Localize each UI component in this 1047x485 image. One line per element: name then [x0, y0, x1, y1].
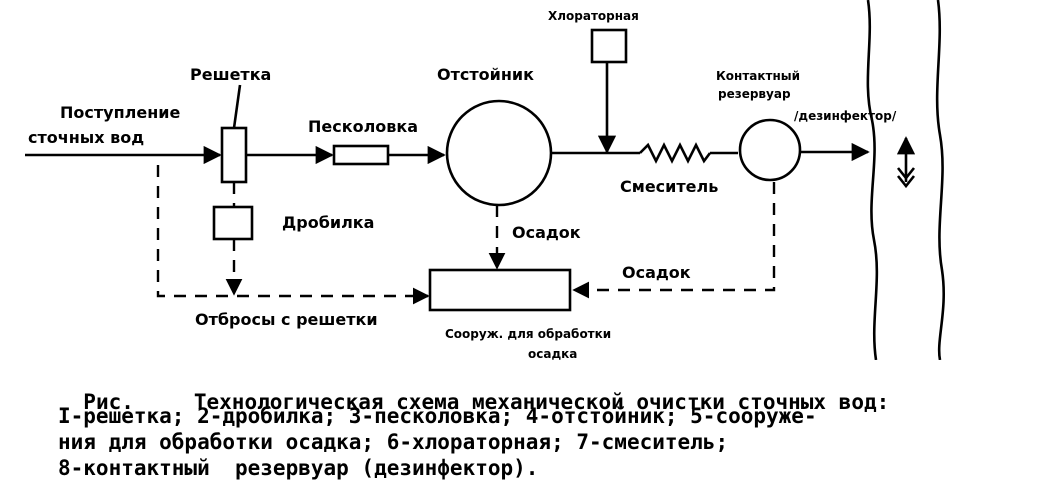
label-inflow-2: сточных вод	[28, 128, 144, 147]
label-mixer: Смеситель	[620, 177, 718, 196]
caption-title: Технологическая схема механической очист…	[193, 390, 890, 414]
label-chlorinator: Хлораторная	[548, 9, 639, 23]
label-crusher: Дробилка	[282, 213, 374, 232]
label-treatment-2: осадка	[528, 347, 577, 360]
crusher-box	[212, 205, 254, 241]
caption-line-4: 8-контактный резервуар (дезинфектор).	[58, 456, 539, 480]
chlorinator-box	[590, 28, 628, 64]
label-contact-3: /дезинфектор/	[794, 109, 897, 123]
flow-diagram: Поступление сточных вод Решетка Песколов…	[25, 0, 946, 360]
grate-pointer	[232, 84, 242, 129]
label-treatment-1: Сооруж. для обработки	[445, 327, 611, 341]
label-grate: Решетка	[190, 65, 271, 84]
label-settler: Отстойник	[437, 65, 534, 84]
label-inflow-1: Поступление	[60, 103, 180, 122]
caption-prefix: Рис.	[83, 390, 134, 414]
river-bank-right	[935, 0, 946, 360]
river-bank-left	[866, 0, 879, 360]
label-sand-trap: Песколовка	[308, 117, 418, 136]
settler-circle	[445, 99, 553, 207]
label-contact-1: Контактный	[716, 69, 800, 83]
caption-line-3: ния для обработки осадка; 6-хлораторная;…	[58, 430, 729, 454]
label-contact-2: резервуар	[718, 87, 791, 101]
river-flow-tail	[896, 167, 916, 189]
grate-box	[220, 126, 248, 184]
treatment-facility-box	[428, 268, 572, 312]
label-sediment-1: Осадок	[512, 223, 581, 242]
caption-line-2: I-решетка; 2-дробилка; 3-песколовка; 4-о…	[58, 404, 817, 428]
screenings-return-left	[156, 165, 430, 305]
label-screenings: Отбросы с решетки	[195, 310, 378, 329]
mixer-zigzag	[639, 142, 712, 164]
sediment-return-contact	[572, 182, 776, 299]
contact-reservoir-circle	[738, 118, 802, 182]
sand-trap-box	[332, 144, 390, 166]
label-sediment-2: Осадок	[622, 263, 691, 282]
caption-title-line: Рис. Технологическая схема механической о…	[58, 366, 889, 414]
